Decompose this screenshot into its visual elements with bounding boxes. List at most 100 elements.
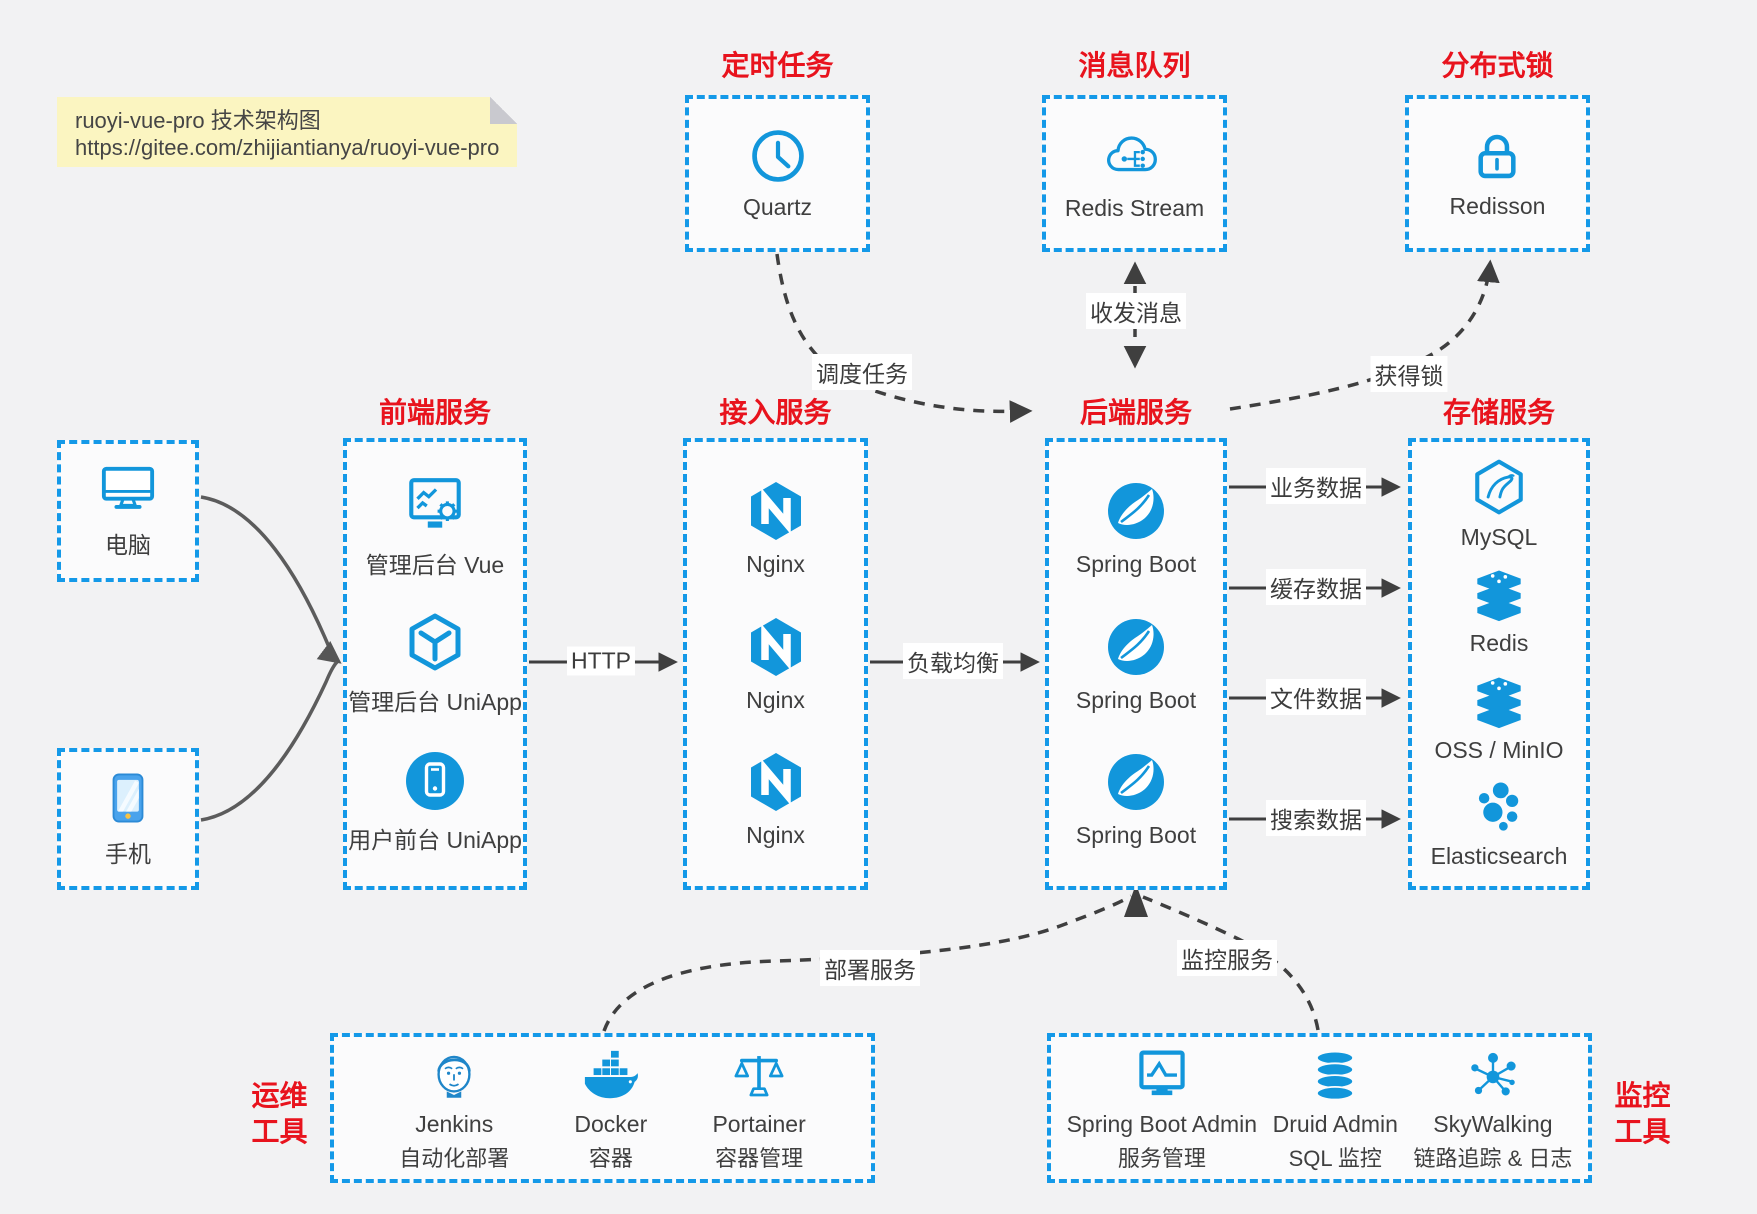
monitoring-side-line1: 监控 (1614, 1080, 1671, 1111)
jenkins-desc: 自动化部署 (399, 1146, 510, 1171)
jenkins-name: Jenkins (415, 1111, 494, 1137)
redis-stream-label: Redis Stream (1064, 195, 1205, 221)
phone-label: 手机 (105, 841, 151, 867)
user-uniapp-icon (403, 749, 467, 813)
backend-item-spring-2: Spring Boot (1076, 615, 1196, 714)
skywalking-desc: 链路追踪 & 日志 (1413, 1146, 1573, 1171)
skywalking-name: SkyWalking (1433, 1111, 1553, 1137)
redis-stream-item: Redis Stream (1065, 125, 1204, 222)
ops-tools-side-label: 运维 工具 (237, 1078, 322, 1150)
storage-item-oss-minio: OSS / MinIO (1434, 673, 1564, 764)
sticky-note: ruoyi-vue-pro 技术架构图 https://gitee.com/zh… (57, 97, 517, 167)
monitoring-tools-side-label: 监控 工具 (1600, 1078, 1685, 1150)
docker-name: Docker (574, 1111, 648, 1137)
docker-icon (580, 1047, 642, 1105)
redisson-label: Redisson (1449, 193, 1546, 219)
monitoring-item-druid: Druid Admin SQL 监控 (1273, 1047, 1398, 1173)
edge-get-lock (1229, 259, 1500, 411)
phone-client-box: 手机 (57, 748, 199, 890)
druid-desc: SQL 监控 (1288, 1146, 1382, 1171)
note-url: https://gitee.com/zhijiantianya/ruoyi-vu… (75, 135, 500, 160)
edge-label-cache-data: 缓存数据 (1266, 569, 1366, 605)
mq-cloud-icon (1103, 125, 1165, 187)
pc-label: 电脑 (105, 532, 151, 558)
ops-item-docker: Docker 容器 (574, 1047, 647, 1173)
edge-label-messages: 收发消息 (1086, 293, 1186, 329)
edge-label-load-balance: 负载均衡 (903, 643, 1003, 679)
scheduled-tasks-box: Quartz (685, 95, 870, 252)
frontend-box: 管理后台 Vue 管理后台 UniApp 用户前台 UniApp (343, 438, 527, 890)
druid-icon (1306, 1047, 1364, 1105)
mysql-label: MySQL (1460, 523, 1538, 550)
backend-item-spring-3: Spring Boot (1076, 750, 1196, 849)
pc-item: 电脑 (97, 462, 159, 560)
distributed-lock-box: Redisson (1405, 95, 1590, 252)
ops-side-line2: 工具 (251, 1116, 308, 1147)
mysql-icon (1470, 458, 1528, 516)
docker-desc: 容器 (588, 1146, 633, 1171)
frontend-item-admin-vue: 管理后台 Vue (366, 474, 504, 580)
pc-client-box: 电脑 (57, 440, 199, 582)
backend-item-spring-1: Spring Boot (1076, 479, 1196, 578)
portainer-desc: 容器管理 (715, 1146, 804, 1171)
edge-pc-to-frontend (200, 495, 342, 664)
spring-boot-label: Spring Boot (1075, 822, 1197, 849)
quartz-item: Quartz (743, 126, 812, 221)
edge-label-deploy: 部署服务 (820, 950, 920, 986)
edge-label-monitor: 监控服务 (1177, 940, 1277, 976)
gateway-box: Nginx Nginx Nginx (683, 438, 868, 890)
lock-icon (1468, 127, 1526, 185)
spring-boot-label: Spring Boot (1075, 550, 1197, 577)
edge-label-search-data: 搜索数据 (1266, 800, 1366, 836)
smartphone-icon (99, 769, 157, 827)
spring-boot-admin-icon (1132, 1047, 1192, 1105)
spring-boot-icon (1104, 479, 1168, 543)
user-uniapp-label: 用户前台 UniApp (348, 826, 522, 853)
nginx-icon (744, 479, 808, 543)
gateway-item-nginx-1: Nginx (744, 479, 808, 578)
admin-uniapp-label: 管理后台 UniApp (348, 689, 522, 715)
frontend-item-admin-uniapp: 管理后台 UniApp (348, 611, 522, 717)
clock-icon (748, 126, 808, 186)
gateway-item-nginx-3: Nginx (744, 750, 808, 849)
storage-item-mysql: MySQL (1460, 458, 1538, 551)
section-title-distributed-lock: 分布式锁 (1441, 50, 1554, 81)
nginx-label: Nginx (746, 550, 805, 577)
skywalking-icon (1464, 1047, 1522, 1105)
ops-item-portainer: Portainer 容器管理 (712, 1047, 806, 1173)
desktop-icon (97, 462, 159, 518)
redisson-item: Redisson (1449, 127, 1546, 220)
portainer-name: Portainer (712, 1111, 806, 1137)
storage-box: MySQL Redis OSS / MinIO Elasticsearch (1408, 438, 1590, 890)
section-title-backend: 后端服务 (1079, 397, 1192, 428)
nginx-label: Nginx (746, 822, 805, 849)
storage-item-redis: Redis (1469, 566, 1529, 657)
nginx-icon (744, 615, 808, 679)
sbadmin-name: Spring Boot Admin (1066, 1111, 1258, 1137)
edge-label-http: HTTP (566, 646, 636, 676)
spring-boot-icon (1104, 750, 1168, 814)
frontend-item-user-uniapp: 用户前台 UniApp (348, 749, 522, 855)
ops-item-jenkins: Jenkins 自动化部署 (399, 1047, 509, 1173)
jenkins-icon (425, 1047, 483, 1105)
note-title: ruoyi-vue-pro 技术架构图 (75, 108, 321, 133)
section-title-frontend: 前端服务 (378, 397, 491, 428)
admin-vue-label: 管理后台 Vue (365, 551, 505, 578)
spring-boot-icon (1104, 615, 1168, 679)
section-title-scheduled-tasks: 定时任务 (721, 50, 834, 81)
redis-icon (1470, 566, 1528, 622)
note-folded-corner (490, 97, 517, 124)
ops-tools-box: Jenkins 自动化部署 Docker 容器 Portainer 容器管理 (330, 1033, 875, 1183)
druid-name: Druid Admin (1272, 1111, 1398, 1137)
edge-label-schedule: 调度任务 (812, 354, 912, 390)
nginx-label: Nginx (746, 686, 805, 713)
uniapp-cube-icon (403, 611, 467, 675)
monitoring-item-sbadmin: Spring Boot Admin 服务管理 (1066, 1047, 1258, 1173)
redis-label: Redis (1469, 630, 1529, 657)
spring-boot-label: Spring Boot (1075, 686, 1197, 713)
phone-item: 手机 (99, 769, 157, 869)
oss-minio-label: OSS / MinIO (1434, 736, 1564, 763)
section-title-storage: 存储服务 (1442, 397, 1555, 428)
ops-side-line1: 运维 (251, 1080, 308, 1111)
